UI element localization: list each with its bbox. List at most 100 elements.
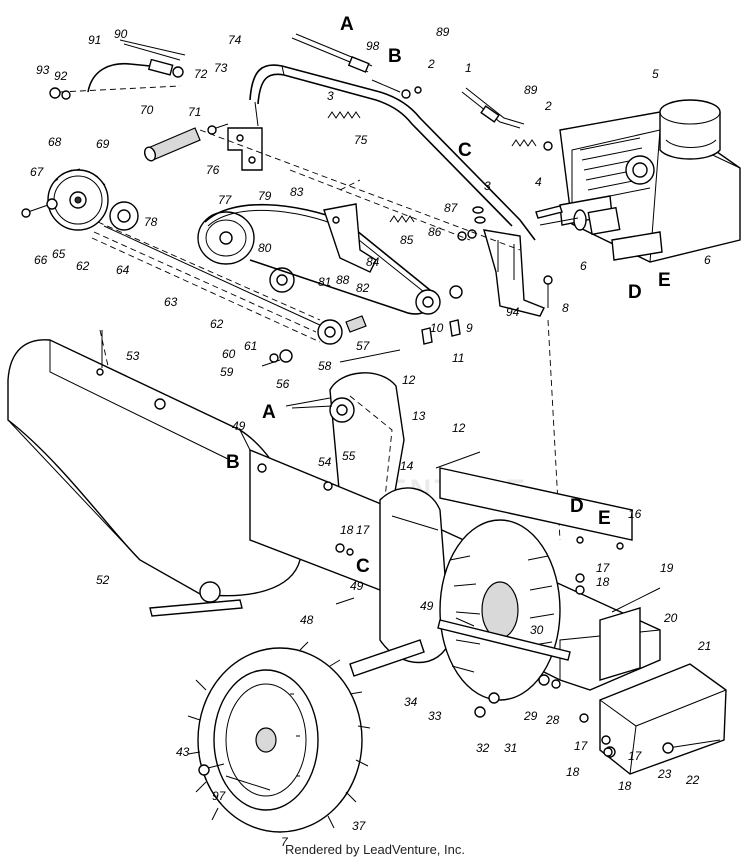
letter-e-bottom: E xyxy=(598,508,611,529)
pulley-64 xyxy=(109,201,139,231)
callout-33: 33 xyxy=(428,709,442,723)
weight-21 xyxy=(599,663,727,775)
callout-28: 28 xyxy=(545,713,560,727)
tine-wheel-33 xyxy=(439,519,561,701)
bolts-misc xyxy=(101,330,475,627)
axle-30 xyxy=(437,619,571,661)
letter-d-bottom: D xyxy=(570,496,584,517)
callout-74: 74 xyxy=(228,33,242,47)
callout-64: 64 xyxy=(116,263,130,277)
callout-12: 12 xyxy=(402,373,416,387)
callout-73: 73 xyxy=(214,61,228,75)
callout-3: 3 xyxy=(327,89,334,103)
callout-61: 61 xyxy=(244,339,257,353)
callout-89b: 89 xyxy=(524,83,538,97)
letter-d-top: D xyxy=(628,282,642,303)
callout-49c: 49 xyxy=(420,599,434,613)
letter-c-top: C xyxy=(458,140,472,161)
callout-79: 79 xyxy=(258,189,272,203)
hardware-28-32 xyxy=(474,674,561,718)
callout-17c: 17 xyxy=(574,739,589,753)
callout-6b: 6 xyxy=(704,253,711,267)
callout-10: 10 xyxy=(430,321,444,335)
callout-12b: 12 xyxy=(452,421,466,435)
callout-59: 59 xyxy=(220,365,234,379)
bolts-66-67 xyxy=(21,198,58,218)
bracket-76 xyxy=(227,127,263,171)
pulley-68 xyxy=(47,168,109,231)
control-cables xyxy=(291,33,525,129)
callout-49b: 49 xyxy=(350,579,364,593)
callout-77: 77 xyxy=(218,193,233,207)
callouts: 1 2 2 3 3 4 5 6 6 7 8 9 10 11 12 12 13 1… xyxy=(30,25,711,849)
callout-91: 91 xyxy=(88,33,101,47)
callout-71: 71 xyxy=(188,105,201,119)
springs xyxy=(327,111,553,223)
callout-31: 31 xyxy=(504,741,517,755)
connection-letters: A A B B C C D D E E xyxy=(226,14,671,577)
bracket-20 xyxy=(599,607,641,681)
callout-7: 7 xyxy=(281,835,289,849)
callout-37: 37 xyxy=(352,819,367,833)
pulley-81 xyxy=(269,267,295,293)
callout-9: 9 xyxy=(466,321,473,335)
callout-21: 21 xyxy=(697,639,711,653)
callout-72: 72 xyxy=(194,67,208,81)
callout-30: 30 xyxy=(530,623,544,637)
axle-left xyxy=(149,599,243,617)
callout-88: 88 xyxy=(336,273,350,287)
callout-8: 8 xyxy=(562,301,569,315)
callout-82: 82 xyxy=(356,281,370,295)
callout-22: 22 xyxy=(685,773,700,787)
handlebar-assembly xyxy=(249,64,536,241)
callout-18d: 18 xyxy=(618,779,632,793)
callout-78: 78 xyxy=(144,215,158,229)
callout-6: 6 xyxy=(580,259,587,273)
callout-90: 90 xyxy=(114,27,128,41)
callout-57: 57 xyxy=(356,339,371,353)
callout-5: 5 xyxy=(652,67,659,81)
callout-4: 4 xyxy=(535,175,542,189)
callout-87: 87 xyxy=(444,201,459,215)
callout-97: 97 xyxy=(212,789,227,803)
callout-89: 89 xyxy=(436,25,450,39)
callout-93: 93 xyxy=(36,63,50,77)
key-4 xyxy=(535,205,563,219)
callout-68: 68 xyxy=(48,135,62,149)
letter-c-bottom: C xyxy=(356,556,370,577)
hardware-59-61 xyxy=(261,349,293,367)
callout-65: 65 xyxy=(52,247,66,261)
tube-70 xyxy=(143,123,229,162)
letter-a-top: A xyxy=(340,14,354,35)
idler-pulley xyxy=(415,285,463,345)
tensioner-bracket xyxy=(323,203,545,317)
callout-19: 19 xyxy=(660,561,674,575)
callout-56: 56 xyxy=(276,377,290,391)
callout-80: 80 xyxy=(258,241,272,255)
callout-2b: 2 xyxy=(544,99,552,113)
callout-13: 13 xyxy=(412,409,426,423)
callout-76: 76 xyxy=(206,163,220,177)
callout-14: 14 xyxy=(400,459,414,473)
callout-32: 32 xyxy=(476,741,490,755)
callout-17b: 17 xyxy=(356,523,371,537)
chain-63 xyxy=(91,221,323,343)
callout-43: 43 xyxy=(176,745,190,759)
callout-92: 92 xyxy=(54,69,68,83)
credit-text: Rendered by LeadVenture, Inc. xyxy=(285,842,465,857)
callout-1: 1 xyxy=(465,61,472,75)
callout-48: 48 xyxy=(300,613,314,627)
callout-55: 55 xyxy=(342,449,356,463)
letter-a-bottom: A xyxy=(262,402,276,423)
callout-67: 67 xyxy=(30,165,45,179)
letter-e-top: E xyxy=(658,270,671,291)
callout-66: 66 xyxy=(34,253,48,267)
tine-housing xyxy=(379,487,451,664)
callout-81: 81 xyxy=(318,275,331,289)
callout-70: 70 xyxy=(140,103,154,117)
callout-2: 2 xyxy=(427,57,435,71)
callout-75: 75 xyxy=(354,133,368,147)
callout-62b: 62 xyxy=(210,317,224,331)
callout-54: 54 xyxy=(318,455,332,469)
